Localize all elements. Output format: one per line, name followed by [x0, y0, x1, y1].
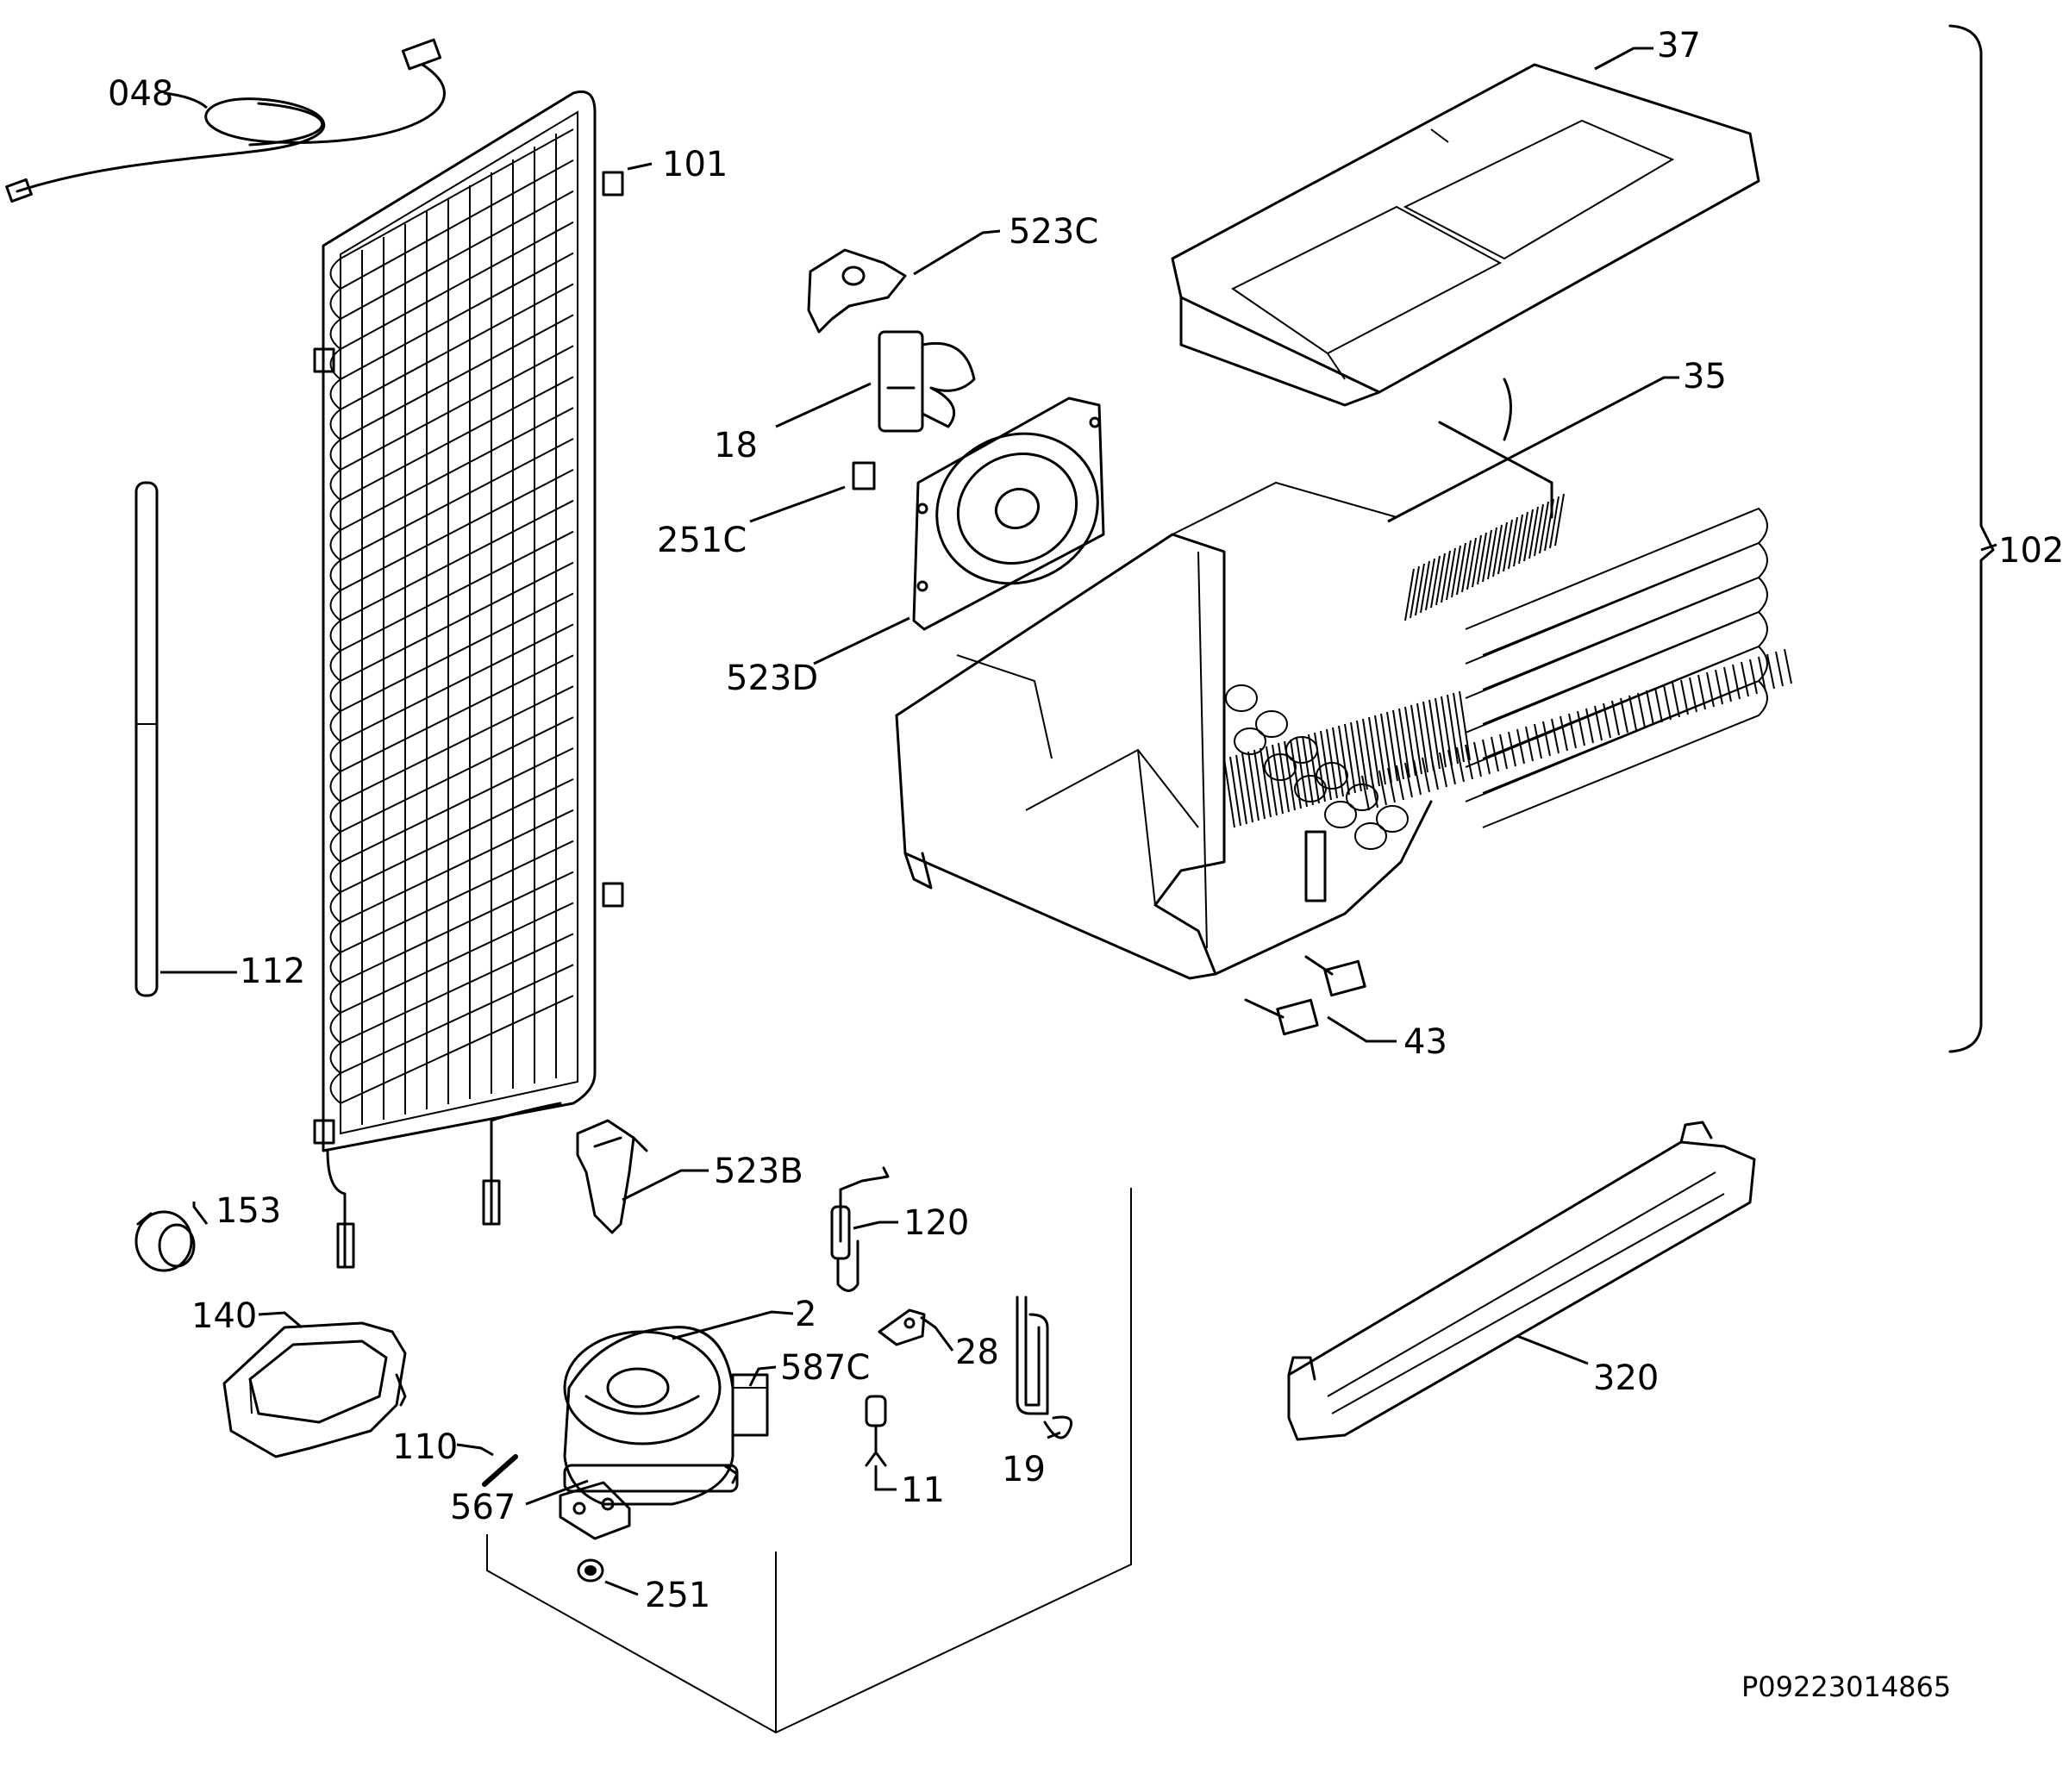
part-048-sensor-cable[interactable]	[5, 38, 446, 203]
part-567-base-plate[interactable]	[559, 1464, 739, 1540]
part-251c-block[interactable]	[852, 461, 876, 490]
label-19: 19	[1002, 1450, 1046, 1489]
label-251: 251	[645, 1576, 710, 1615]
compressor-kit-outline	[486, 1188, 1132, 1734]
part-251-nut[interactable]	[577, 1558, 604, 1583]
label-320: 320	[1593, 1358, 1659, 1398]
part-102-assembly-brace	[1948, 24, 1995, 1053]
label-37: 37	[1657, 26, 1701, 66]
label-153: 153	[216, 1191, 281, 1231]
part-37-cover[interactable]	[1171, 63, 1760, 407]
label-140: 140	[191, 1296, 257, 1336]
part-153-grommet[interactable]	[134, 1210, 196, 1272]
label-2: 2	[795, 1295, 816, 1334]
part-28-clip[interactable]	[878, 1308, 926, 1346]
label-112: 112	[240, 952, 305, 991]
label-251c: 251C	[657, 521, 747, 560]
label-11: 11	[901, 1470, 945, 1510]
callout-labels: 048 101 112 153 140 110 567 251 2 587C 1…	[108, 26, 2064, 1703]
part-2-compressor[interactable]	[563, 1326, 739, 1506]
label-587c: 587C	[780, 1348, 870, 1388]
part-110-pin[interactable]	[482, 1454, 518, 1487]
label-102: 102	[1998, 531, 2064, 571]
label-523c: 523C	[1009, 212, 1098, 252]
part-19-heater[interactable]	[1016, 1296, 1073, 1439]
label-101: 101	[662, 145, 728, 184]
label-43: 43	[1403, 1022, 1447, 1062]
part-140-mount-tray[interactable]	[222, 1321, 407, 1458]
leader-lines	[160, 47, 1997, 1596]
drawing-code: P09223014865	[1741, 1670, 1951, 1703]
part-523c-fan-bracket[interactable]	[807, 248, 907, 334]
part-587c-relay[interactable]	[731, 1373, 769, 1437]
part-18-fan-motor[interactable]	[878, 330, 976, 433]
label-523b: 523B	[714, 1152, 803, 1191]
part-523b-bracket[interactable]	[576, 1119, 648, 1234]
part-320-rail[interactable]	[1287, 1121, 1756, 1441]
label-28: 28	[955, 1333, 999, 1372]
label-048: 048	[108, 74, 173, 114]
label-567: 567	[450, 1488, 516, 1527]
part-43-connectors[interactable]	[1244, 955, 1366, 1036]
part-101-condenser[interactable]	[313, 90, 624, 1269]
label-35: 35	[1683, 357, 1727, 396]
part-523d-fan-shroud[interactable]	[912, 396, 1122, 631]
part-112-tube[interactable]	[134, 481, 159, 997]
part-120-probe[interactable]	[830, 1166, 890, 1292]
part-11-valve[interactable]	[865, 1395, 887, 1467]
label-110: 110	[392, 1427, 458, 1467]
label-120: 120	[903, 1203, 969, 1243]
part-35-evaporator[interactable]	[895, 378, 1792, 980]
label-523d: 523D	[726, 659, 818, 698]
label-18: 18	[714, 426, 758, 465]
